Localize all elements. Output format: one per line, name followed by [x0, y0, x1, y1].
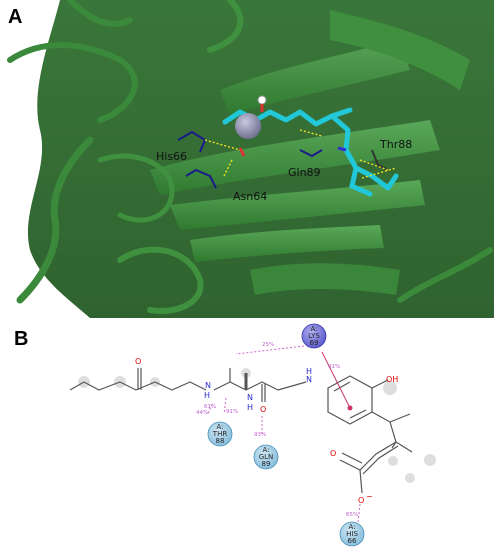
svg-text:THR: THR — [212, 430, 228, 438]
atom-n-urea1: N — [205, 381, 211, 390]
svg-text:A:: A: — [310, 325, 317, 333]
atom-o-ester: O — [135, 357, 141, 366]
atom-n-urea2: N — [247, 393, 253, 402]
residue-label-thr88: Thr88 — [379, 138, 412, 151]
atom-o-carbonyl: O — [330, 449, 336, 458]
svg-text:GLN: GLN — [259, 453, 274, 461]
svg-text:A:: A: — [216, 423, 223, 431]
panel-label-b: B — [14, 328, 29, 350]
svg-text:HIS: HIS — [346, 530, 358, 538]
residue-node-his66: A: HIS 66 — [339, 521, 365, 547]
residue-label-gln89: Gln89 — [288, 166, 321, 179]
pct-gln: 93% — [254, 432, 266, 438]
pct-his: 65% — [346, 512, 358, 518]
pct-thr-c: 91% — [226, 409, 238, 415]
atom-charge: − — [366, 492, 373, 501]
ligand-interaction-diagram: O N H N H O N H OH O O − 25% 41% 44% 61%… — [69, 323, 436, 547]
panel-label-a: A — [8, 6, 23, 28]
svg-text:66: 66 — [348, 537, 357, 545]
svg-text:89: 89 — [262, 460, 271, 468]
residue-node-gln89: A: GLN 89 — [253, 444, 279, 470]
atom-o-carboxylate: O — [358, 496, 364, 505]
ligand-model — [222, 95, 399, 197]
svg-text:A:: A: — [262, 446, 269, 454]
svg-text:LYS: LYS — [308, 332, 320, 340]
svg-text:69: 69 — [310, 339, 319, 347]
residue-node-lys69: A: LYS 69 — [301, 323, 327, 349]
protein-cartoon: His66 Asn64 Gln89 Thr88 — [7, 0, 494, 318]
interaction-diagram-panel: O N H N H O N H OH O O − 25% 41% 44% 61%… — [0, 318, 494, 550]
residue-label-asn64: Asn64 — [233, 190, 267, 203]
pct-thr-b: 61% — [204, 404, 216, 410]
residue-node-thr88: A: THR 88 — [207, 421, 233, 447]
atom-n-anilide: N — [306, 375, 312, 384]
atom-h-urea2: H — [247, 403, 253, 412]
atom-h-anilide: H — [306, 367, 312, 376]
svg-text:88: 88 — [216, 437, 225, 445]
atom-h-urea1: H — [204, 391, 210, 400]
atom-oh-phenol: OH — [386, 375, 398, 384]
protein-structure-panel: His66 Asn64 Gln89 Thr88 — [7, 0, 494, 318]
pct-lys-o: 25% — [262, 342, 274, 348]
pct-lys-ring: 41% — [328, 364, 340, 370]
residue-label-his66: His66 — [156, 150, 187, 163]
pct-thr-a: 44% — [196, 410, 208, 416]
svg-text:A:: A: — [348, 523, 355, 531]
atom-o-amide: O — [260, 405, 266, 414]
